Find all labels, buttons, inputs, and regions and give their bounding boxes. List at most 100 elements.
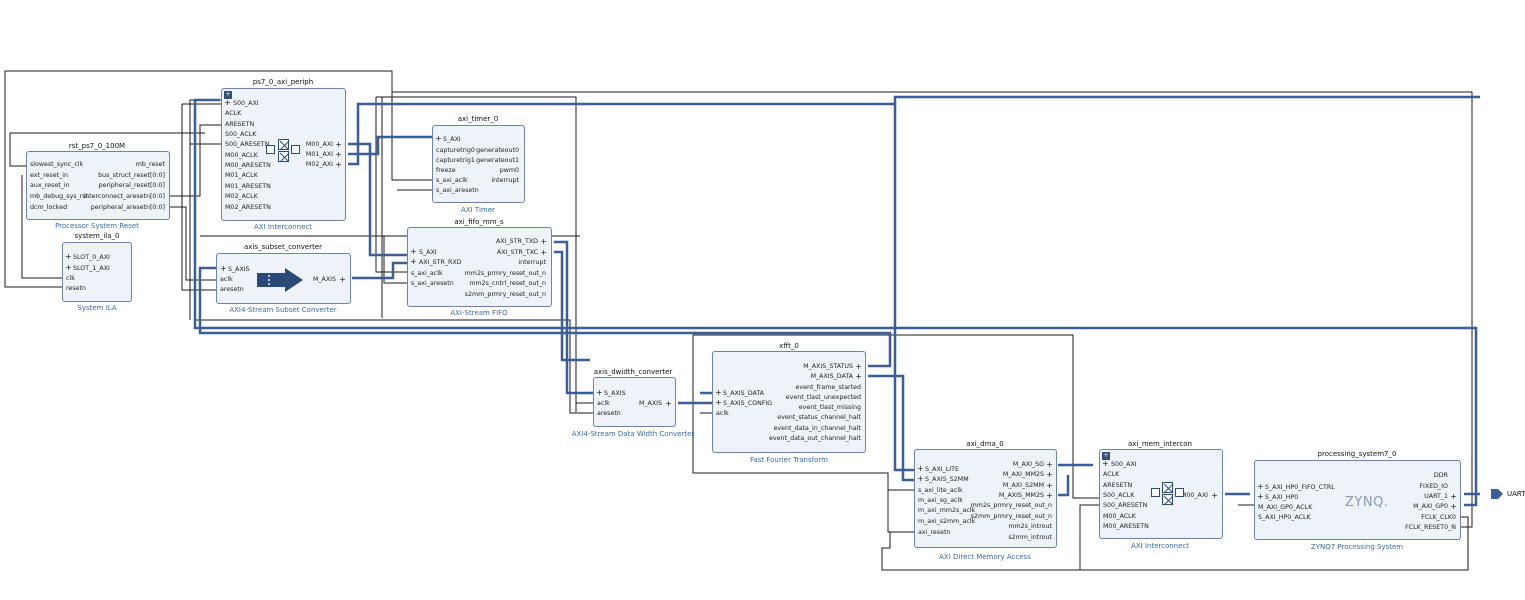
rst-subtitle: Processor System Reset xyxy=(55,222,139,230)
timer-block[interactable]: + S_AXI capturetrig0 capturetrig1 freeze… xyxy=(432,125,525,203)
expand-icon[interactable]: + xyxy=(335,150,342,159)
net-fifo-reset[interactable] xyxy=(383,236,408,284)
periph-block[interactable]: + + S00_AXI ACLK ARESETN S00_ACLK S00_AR… xyxy=(221,88,346,221)
expand-icon[interactable]: + xyxy=(1102,459,1109,468)
bus-m01-axi[interactable] xyxy=(348,135,432,156)
bus-fifo-txc[interactable] xyxy=(554,250,590,362)
expand-icon[interactable]: + xyxy=(410,247,417,256)
expand-icon[interactable]: + xyxy=(435,134,442,143)
expand-icon[interactable]: + xyxy=(665,399,672,408)
xfft-title: xfft_0 xyxy=(779,342,799,350)
net-ic-aresetn[interactable] xyxy=(170,124,222,197)
dwidth-port: aclk xyxy=(597,400,610,407)
expand-icon[interactable]: + xyxy=(335,160,342,169)
subset-block[interactable]: + S_AXIS aclk aresetn M_AXIS + xyxy=(216,253,351,304)
rst-title: rst_ps7_0_100M xyxy=(68,142,126,150)
bus-subset-to-fifo[interactable] xyxy=(352,261,408,280)
memic-title: axi_mem_intercon xyxy=(1127,440,1193,448)
ps7-block[interactable]: + S_AXI_HP0_FIFO_CTRL + S_AXI_HP0 M_AXI_… xyxy=(1254,460,1461,540)
bus-xfft-data[interactable] xyxy=(868,374,917,482)
memic-port: S00_ARESETN xyxy=(1103,502,1148,509)
expand-icon[interactable]: + xyxy=(917,474,924,483)
net-slowest-clk[interactable] xyxy=(9,133,28,167)
bus-xfft-status[interactable] xyxy=(198,266,892,368)
subset-subtitle: AXI4-Stream Subset Converter xyxy=(229,306,337,314)
expand-icon[interactable]: + xyxy=(65,263,72,272)
net-clk-vertical[interactable] xyxy=(181,104,219,291)
dwidth-block[interactable]: + S_AXIS aclk aresetn M_AXIS + xyxy=(593,377,676,427)
bus-fifo-txd[interactable] xyxy=(554,240,596,395)
net-memic-top[interactable] xyxy=(693,334,1101,499)
expand-icon[interactable]: + xyxy=(1257,482,1264,491)
expand-icon[interactable]: + xyxy=(1046,470,1053,479)
dma-block[interactable]: + S_AXI_LITE + S_AXIS_S2MM s_axi_lite_ac… xyxy=(914,449,1057,548)
xfft-block[interactable]: + S_AXIS_DATA + S_AXIS_CONFIG aclk M_AXI… xyxy=(712,351,866,453)
net-dma-aclk[interactable] xyxy=(692,335,917,491)
expand-icon[interactable]: + xyxy=(1257,492,1264,501)
bus-m02-axi[interactable] xyxy=(348,102,917,472)
net-reset-ila[interactable] xyxy=(4,70,393,288)
rst-port: slowest_sync_clk xyxy=(30,161,84,168)
expand-icon[interactable]: + xyxy=(540,237,547,246)
ps7-port: S_AXI_HP0 xyxy=(1265,494,1299,501)
expand-icon[interactable]: + xyxy=(1046,460,1053,469)
rst-block[interactable]: slowest_sync_clk ext_reset_in aux_reset_… xyxy=(26,151,170,220)
ila-block[interactable]: + SLOT_0_AXI + SLOT_1_AXI clk resetn xyxy=(62,242,132,302)
uart-port-icon[interactable] xyxy=(1491,489,1503,499)
bus-dma-mm2s[interactable] xyxy=(1058,475,1070,497)
net-dwidth-clk[interactable] xyxy=(376,96,596,404)
net-dma-reset[interactable] xyxy=(881,532,891,567)
net-fifo-clk[interactable] xyxy=(375,97,408,273)
collapse-icon[interactable]: + xyxy=(1102,452,1110,460)
expand-icon[interactable]: + xyxy=(339,275,346,284)
expand-icon[interactable]: + xyxy=(335,140,342,149)
expand-icon[interactable]: + xyxy=(1046,491,1053,500)
expand-icon[interactable]: + xyxy=(855,372,862,381)
expand-icon[interactable]: + xyxy=(1046,481,1053,490)
expand-icon[interactable]: + xyxy=(65,252,72,261)
dma-port: M_AXI_SG xyxy=(1012,461,1044,468)
subset-port: S_AXIS xyxy=(228,266,250,273)
collapse-icon[interactable]: + xyxy=(224,91,232,99)
net-dwidth-reset[interactable] xyxy=(195,319,596,414)
expand-icon[interactable]: + xyxy=(1211,491,1218,500)
expand-icon[interactable]: + xyxy=(596,388,603,397)
crossbar-icon xyxy=(278,151,290,163)
rst-port: interconnect_aresetn[0:0] xyxy=(83,193,165,200)
expand-icon[interactable]: + xyxy=(715,388,722,397)
expand-icon[interactable]: + xyxy=(224,98,231,107)
periph-port: S00_AXI xyxy=(233,100,259,107)
expand-icon[interactable]: + xyxy=(715,398,722,407)
fifo-port: interrupt xyxy=(518,259,546,266)
net-fclk-clk0[interactable] xyxy=(881,516,1469,571)
expand-icon[interactable]: + xyxy=(1450,492,1457,501)
xfft-port: aclk xyxy=(716,410,729,417)
crossbar-icon xyxy=(1162,482,1174,494)
net-memic-clocks[interactable] xyxy=(1079,504,1101,570)
expand-icon[interactable]: + xyxy=(540,248,547,257)
bus-gp0[interactable] xyxy=(193,98,1478,507)
expand-icon[interactable]: + xyxy=(917,464,924,473)
memic-port: S00_AXI xyxy=(1111,461,1137,468)
periph-port: M00_ACLK xyxy=(225,152,258,159)
dma-port: M_AXI_S2MM xyxy=(1002,482,1044,489)
memic-block[interactable]: + + S00_AXI ACLK ARESETN S00_ACLK S00_AR… xyxy=(1099,449,1223,539)
timer-port: capturetrig0 xyxy=(436,147,475,154)
net-periph-aresetn[interactable] xyxy=(170,206,219,281)
net-dma-clocks[interactable] xyxy=(887,480,917,533)
timer-port: generateout0 xyxy=(476,147,519,154)
fifo-block[interactable]: + S_AXI + AXI_STR_RXD s_axi_aclk s_axi_a… xyxy=(407,227,552,307)
net-fclk-reset[interactable] xyxy=(392,91,1473,528)
uart-port-label[interactable]: UART xyxy=(1507,490,1525,498)
expand-icon[interactable]: + xyxy=(855,362,862,371)
net-ext-reset[interactable] xyxy=(21,175,62,279)
expand-icon[interactable]: + xyxy=(220,264,227,273)
net-timer-clk[interactable] xyxy=(391,92,432,181)
expand-icon[interactable]: + xyxy=(1450,502,1457,511)
xfft-port: S_AXIS_DATA xyxy=(723,390,764,397)
expand-icon[interactable]: + xyxy=(410,257,417,266)
fifo-port: s2mm_prmry_reset_out_n xyxy=(464,291,546,298)
dma-port: s2mm_introut xyxy=(1008,534,1052,541)
xfft-subtitle: Fast Fourier Transform xyxy=(750,456,828,464)
